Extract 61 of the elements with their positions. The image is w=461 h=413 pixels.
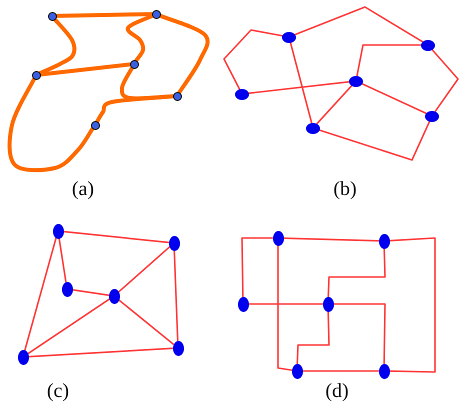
graph-edge xyxy=(356,44,422,76)
curved-edge xyxy=(38,62,132,76)
graph-edge xyxy=(118,246,170,293)
vertex-dot xyxy=(421,40,435,50)
curved-edge xyxy=(38,17,76,76)
graph-edge xyxy=(361,82,427,114)
graph-edge xyxy=(24,237,57,351)
vertex-dot xyxy=(108,288,120,304)
graph-edge xyxy=(318,120,430,161)
vertex-dot xyxy=(62,282,72,296)
graph-edge xyxy=(282,237,380,242)
graph-edge xyxy=(327,248,386,298)
vertex-dot xyxy=(322,296,334,312)
graph-edge xyxy=(290,42,312,124)
vertex-dot xyxy=(272,230,284,246)
vertex-dot xyxy=(90,120,100,130)
vertex-dot xyxy=(292,364,302,378)
graph-edge xyxy=(173,250,179,342)
curved-edge xyxy=(8,77,94,172)
graph-edge xyxy=(27,298,110,354)
graph-edge xyxy=(431,48,459,112)
vertex-dot xyxy=(168,236,180,250)
graph-edge xyxy=(294,6,424,42)
curved-edge xyxy=(158,14,210,94)
graph-edge xyxy=(62,230,170,244)
graph-edge xyxy=(28,348,174,358)
graph-edge xyxy=(302,370,380,372)
vertex-dot xyxy=(282,32,296,42)
graph-edge xyxy=(241,237,274,298)
panel-label: (b) xyxy=(333,178,357,201)
vertex-dot xyxy=(52,224,64,238)
panel-label: (d) xyxy=(325,380,349,403)
vertex-dot xyxy=(235,88,249,100)
graph-edge xyxy=(332,303,386,364)
vertex-dot xyxy=(306,122,320,134)
vertex-dot xyxy=(378,364,390,378)
graph-edge xyxy=(316,84,353,124)
curved-edge xyxy=(95,94,175,124)
curved-edge xyxy=(120,66,174,100)
vertex-dot xyxy=(349,76,363,86)
vertex-dot xyxy=(48,12,56,20)
vertex-dot xyxy=(172,340,184,356)
vertex-dot xyxy=(32,70,40,80)
graph-edge xyxy=(248,303,324,305)
panel-label: (a) xyxy=(72,178,94,201)
vertex-dot xyxy=(425,110,439,122)
vertex-dot xyxy=(378,234,390,248)
vertex-dot xyxy=(18,350,28,364)
graph-edge xyxy=(248,81,350,94)
graph-edge xyxy=(58,238,67,282)
curved-edge xyxy=(126,14,154,62)
graph-edge xyxy=(118,299,174,345)
panel-label: (c) xyxy=(46,380,70,403)
curved-edge xyxy=(54,12,154,18)
vertex-dot xyxy=(238,296,248,312)
graph-edge xyxy=(223,29,283,90)
graph-edge xyxy=(72,289,110,296)
graph-edge xyxy=(277,244,292,371)
graph-edge xyxy=(388,237,436,373)
vertex-dot xyxy=(152,10,160,18)
graph-edge xyxy=(296,310,330,364)
